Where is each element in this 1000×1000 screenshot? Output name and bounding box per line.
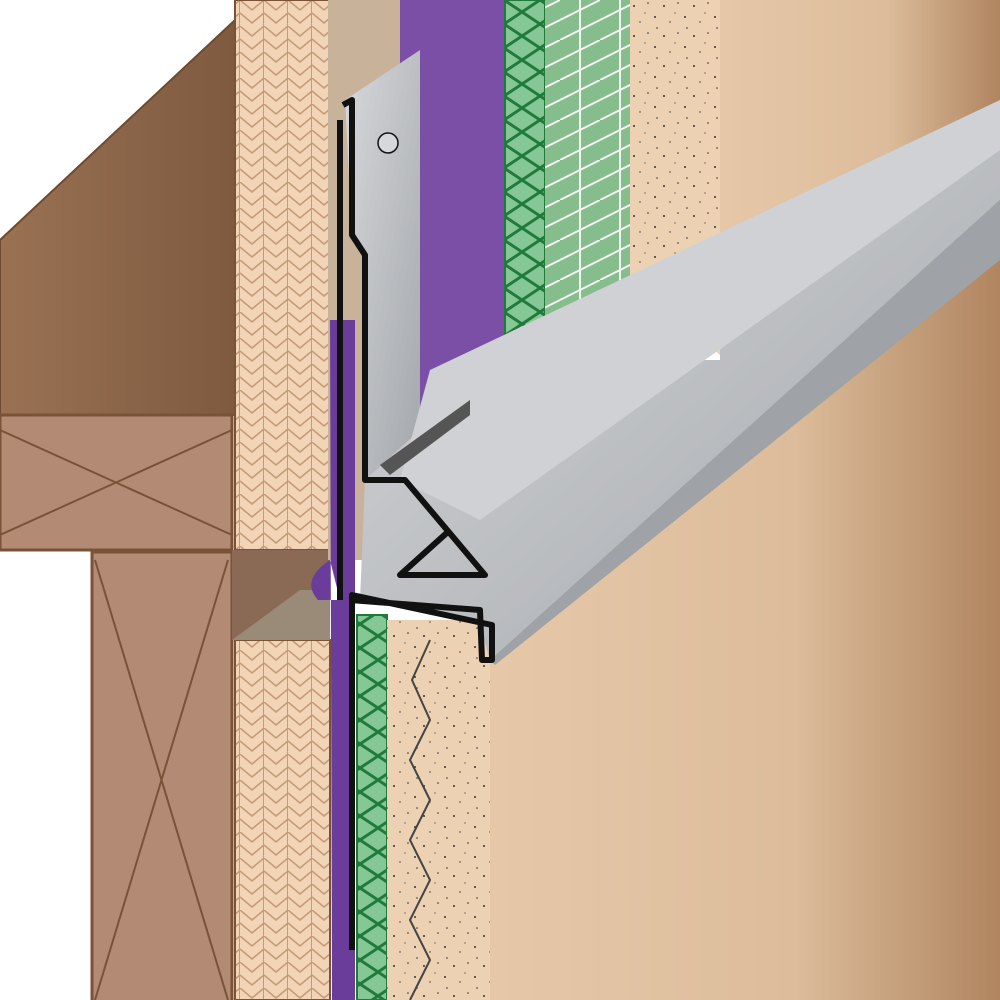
top-plate: [0, 413, 234, 552]
sheathing-lower: [234, 639, 331, 1000]
flashing-slope: [360, 100, 1000, 660]
lath-mesh-upper: [545, 0, 630, 350]
weather-barrier-upper: [400, 0, 508, 425]
sheathing-upper: [234, 0, 331, 551]
floor-joist-rim: [0, 17, 236, 416]
weather-barrier-lower: [311, 320, 355, 1000]
foam-board-upper: [504, 0, 546, 353]
flashing-top-face: [400, 100, 1000, 520]
flashing-drip-face: [490, 200, 1000, 665]
flashing-outline: [337, 97, 495, 950]
stucco-lower: [387, 620, 490, 1000]
fastener-hole: [377, 132, 399, 154]
lath-zigzag: [408, 639, 432, 1000]
wall-finish-lower: [490, 200, 1000, 1000]
wall-stud: [90, 550, 234, 1000]
flashing-shadow: [380, 400, 470, 475]
flashing-vertical-leg: [345, 50, 420, 480]
gap-shadow: [232, 590, 330, 640]
foam-board-lower: [356, 614, 388, 1000]
